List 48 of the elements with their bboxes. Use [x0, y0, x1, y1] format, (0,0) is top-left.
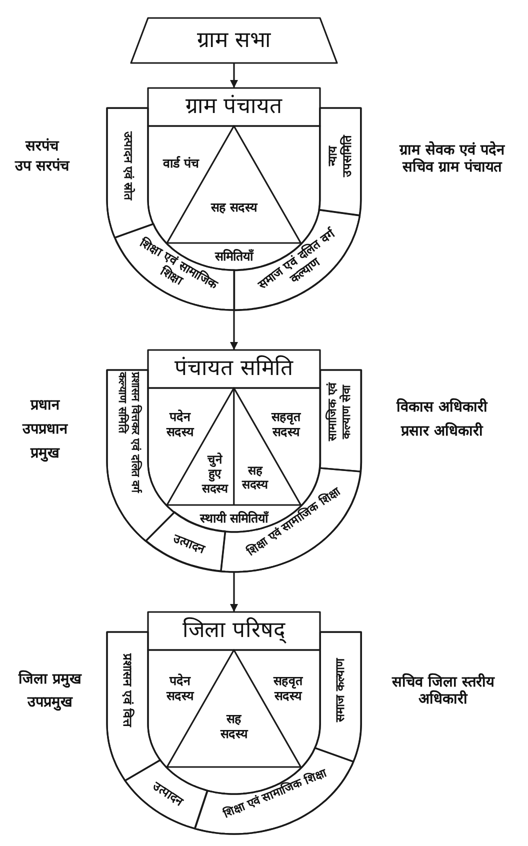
band-text: न्याय उपसमिति — [326, 134, 355, 180]
heading-text: पंचायत समिति — [174, 356, 294, 382]
side-band — [314, 631, 362, 763]
side-label: प्रमुख — [30, 445, 60, 463]
region-text: पदेन सदस्य — [165, 409, 196, 439]
outer-frame — [106, 349, 362, 573]
band-text: प्रशासन वित्तकर एवं दलित वर्ग कल्याण समिति — [116, 372, 142, 495]
triangle-text: सह सदस्य — [219, 711, 250, 741]
side-label: उप सरपंच — [14, 158, 70, 176]
arc-band — [194, 746, 354, 835]
side-label: प्रसार अधिकारी — [400, 423, 484, 441]
arc-band — [124, 759, 208, 830]
region-text: स्थायी समितियाँ — [200, 510, 268, 526]
arrow — [230, 572, 238, 612]
outer-frame — [106, 611, 362, 835]
side-band — [318, 369, 362, 473]
triangle-text: सह सदस्य — [210, 200, 258, 214]
side-label: उपप्रमुख — [28, 694, 72, 712]
region-text: समितियाँ — [215, 248, 253, 264]
trapezoid-box — [130, 17, 338, 64]
heading-text: ग्राम सभा — [197, 27, 271, 54]
side-label: जिला प्रमुख — [18, 671, 82, 689]
arc-band — [144, 511, 226, 572]
arrow — [230, 63, 238, 88]
side-label: ग्राम सेवक एवं पदेन सचिव ग्राम पंचायत — [398, 142, 506, 178]
side-label: सरपंच — [26, 138, 58, 156]
side-band — [106, 631, 162, 782]
heading-text: ग्राम पंचायत — [186, 94, 282, 120]
triangle — [166, 649, 302, 768]
region-text: सहवृत सदस्य — [270, 409, 302, 439]
band-text: समाज कल्याण — [333, 658, 348, 722]
side-band — [318, 107, 362, 216]
side-label: सचिव जिला स्तरीय अधिकारी — [390, 674, 496, 710]
heading-text: जिला परिषद् — [182, 618, 286, 644]
side-label: उपप्रधान — [22, 421, 68, 439]
region-text: सहवृत सदस्य — [272, 673, 304, 703]
outer-frame — [106, 87, 362, 311]
side-label: प्रधान — [30, 397, 60, 415]
band-text: उत्पादन — [171, 530, 207, 556]
band-text: प्रशासन एवं वित्त — [120, 653, 135, 727]
side-label: विकास अधिकारी — [396, 399, 488, 417]
region-text: वार्ड पंच — [162, 156, 200, 170]
triangle-text: सह सदस्य — [240, 464, 270, 492]
arrow — [230, 310, 238, 350]
region-text: पदेन सदस्य — [165, 673, 196, 703]
band-text: सामाजिक एवं कल्याण सेवा — [326, 382, 354, 444]
band-text: उत्पादन एवं स्रोत — [120, 132, 134, 200]
triangle-text: चुने हुए सदस्य — [200, 452, 230, 496]
